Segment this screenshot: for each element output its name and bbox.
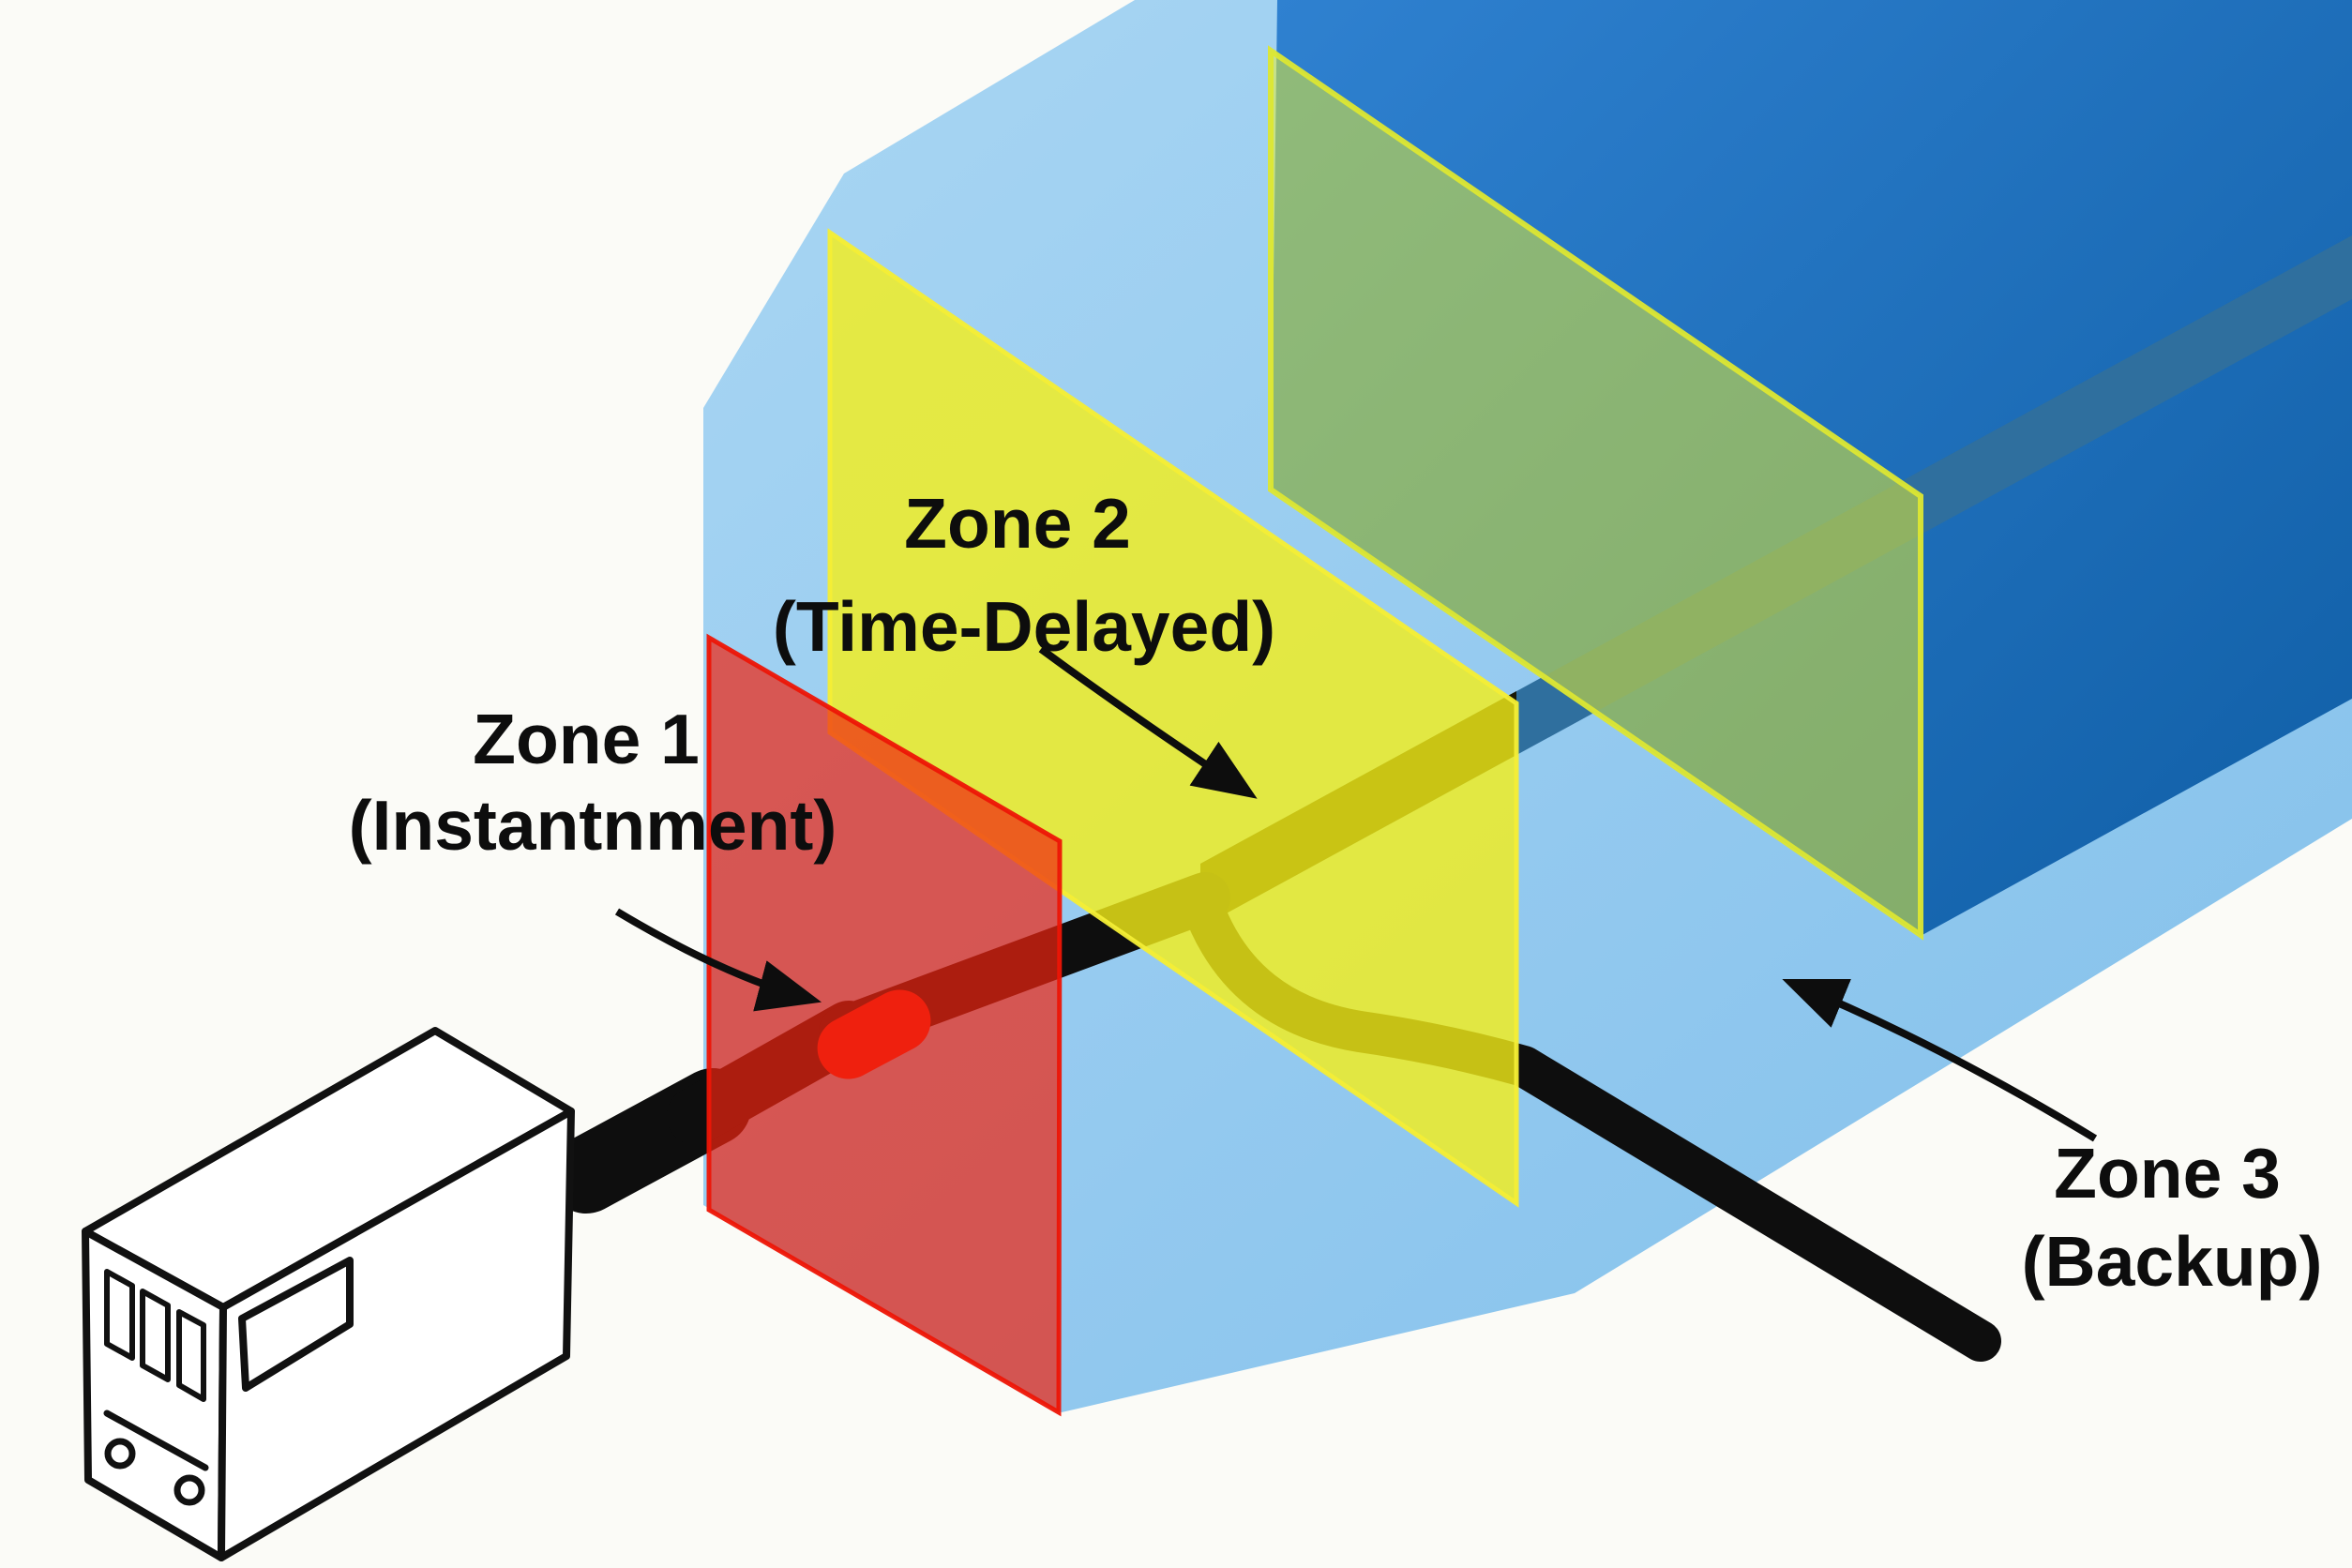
relay-device [82, 1027, 575, 1561]
zone2-label-subtitle: (Time-Delayed) [773, 587, 1275, 666]
zone3-label-title: Zone 3 [2054, 1134, 2281, 1213]
zone2-plane [827, 228, 1519, 1208]
vent-slot-3 [176, 1309, 206, 1402]
relay-side-face [218, 1108, 575, 1561]
zone1-arrow [614, 908, 822, 1012]
vent-slot-1 [104, 1269, 135, 1361]
zone1-label-subtitle: (Instantnment) [349, 786, 837, 865]
relay-bolt-right [173, 1474, 205, 1506]
zone1-plane [706, 633, 1063, 1417]
relay-bolt-left [104, 1438, 136, 1470]
zone1-label-title: Zone 1 [473, 700, 700, 778]
vent-slot-2 [140, 1289, 171, 1382]
zone3-plane [1268, 45, 1923, 941]
relay-display-panel [238, 1257, 354, 1392]
zone3-label-subtitle: (Backup) [2022, 1222, 2323, 1301]
relay-panel-seam [103, 1410, 209, 1471]
zone2-arrow [1038, 645, 1258, 799]
relay-vent-slots [104, 1269, 206, 1402]
zone3-arrow [1782, 978, 2098, 1142]
zone2-label-title: Zone 2 [904, 484, 1131, 563]
